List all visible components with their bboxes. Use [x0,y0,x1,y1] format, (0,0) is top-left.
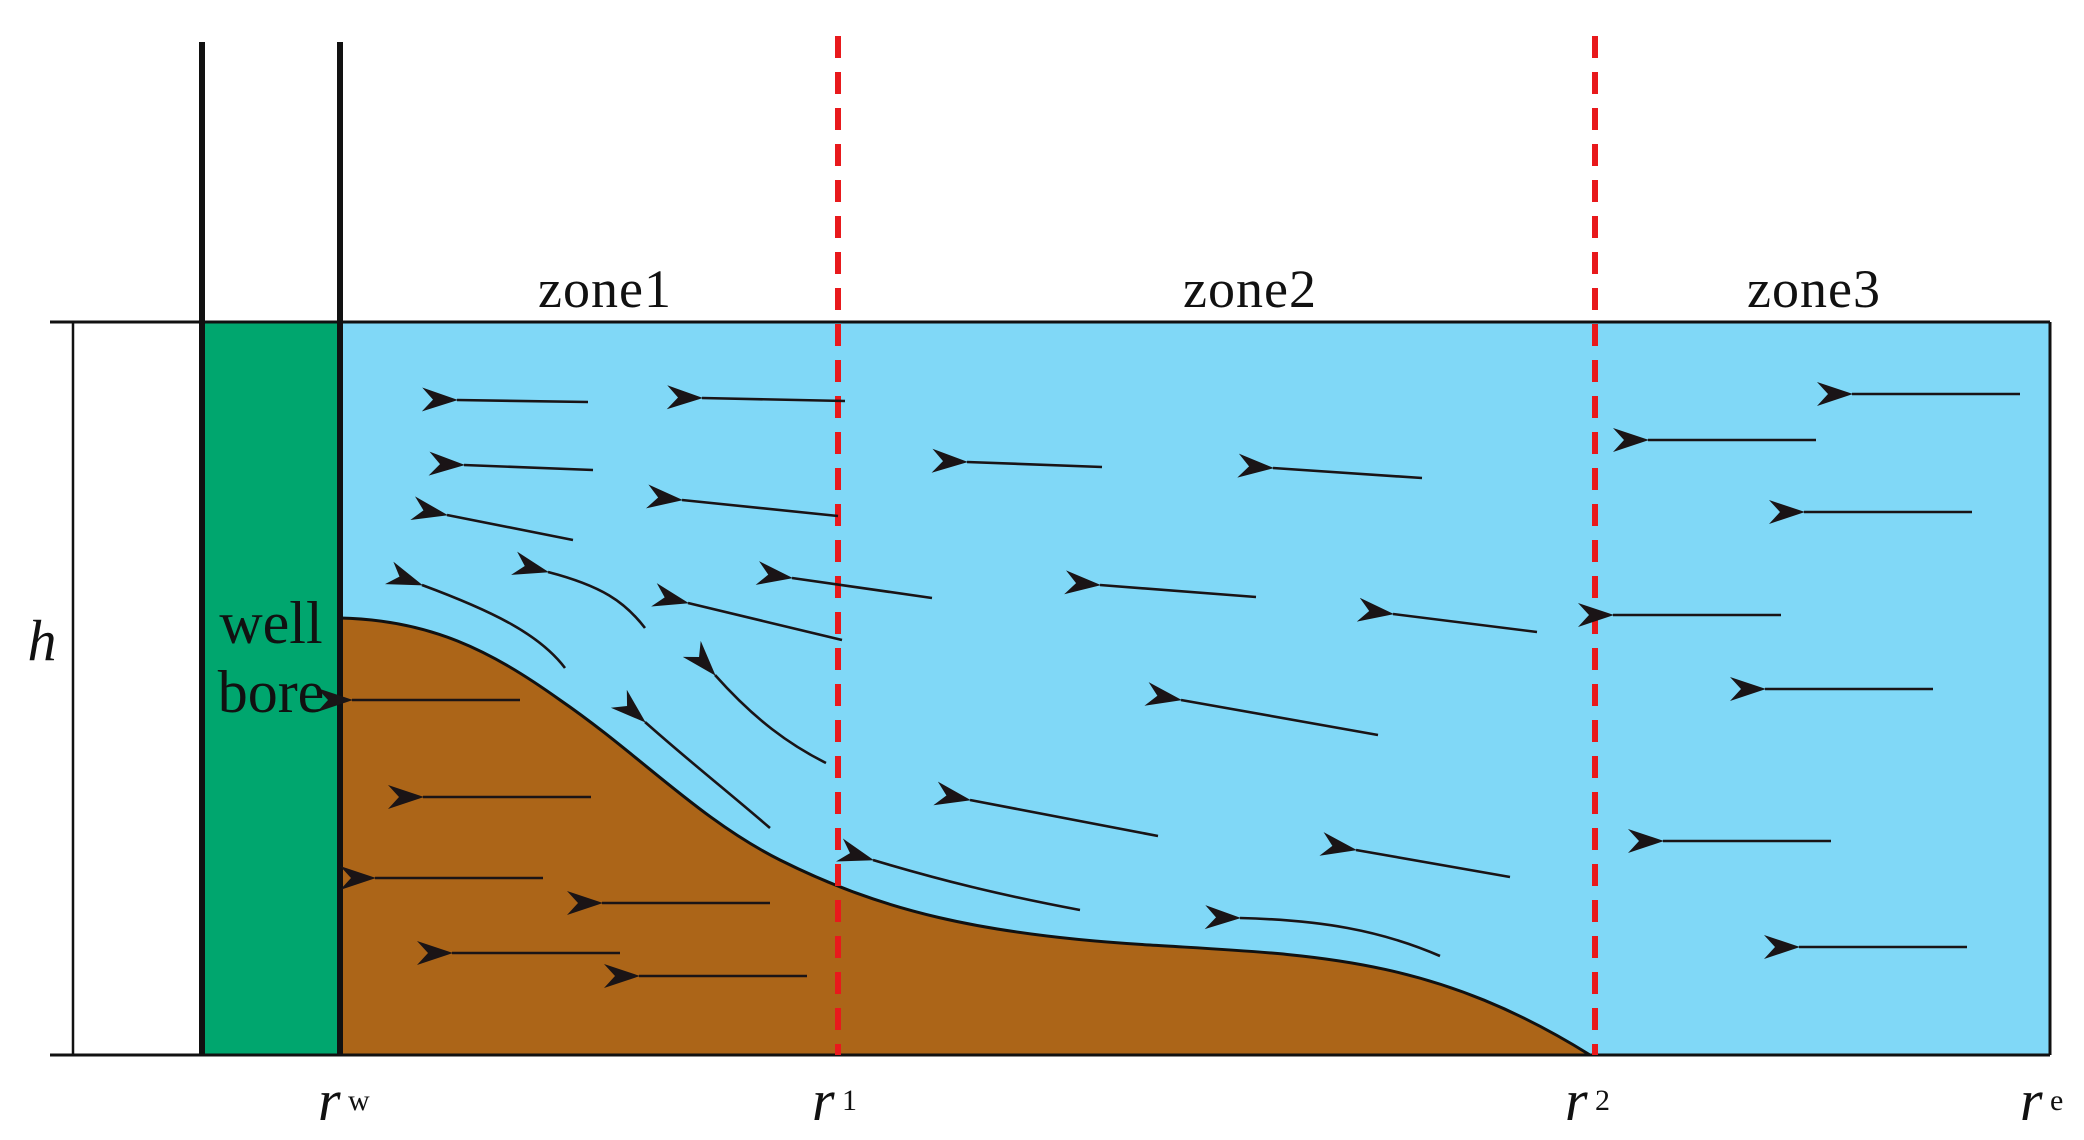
radius-label-sub: 2 [1595,1084,1610,1117]
wellbore-label-line1: well [219,590,322,656]
flow-arrow [1237,453,1423,480]
flow-arrow [651,583,843,642]
flow-arrow [1064,570,1257,599]
flow-arrows [317,382,2020,988]
flow-arrow [410,496,574,542]
flow-arrow [666,385,846,410]
flow-arrow [511,551,647,629]
flow-arrow [933,781,1159,838]
radius-label-r2: r 2 [1565,1068,1610,1133]
flow-arrow [1204,905,1441,958]
radius-label-main: r [318,1068,341,1133]
radius-label-sub: e [2050,1084,2063,1117]
flow-arrow [385,561,567,669]
flow-arrow [421,387,589,412]
radius-label-sub: w [348,1084,370,1117]
flow-arrow [1319,832,1511,879]
flow-arrow [836,838,1081,912]
radius-label-rw: r w [318,1068,370,1133]
radius-label-re: r e [2020,1068,2063,1133]
radius-label-sub: 1 [842,1084,857,1117]
flow-arrow [610,689,771,829]
flow-arrow [682,640,827,765]
radius-label-main: r [1565,1068,1588,1133]
zone3-label: zone3 [1747,259,1881,319]
wellbore-label-line2: bore [218,659,325,725]
flow-arrow [931,448,1103,473]
oil-cone [340,618,1590,1055]
radius-label-main: r [2020,1068,2043,1133]
radius-label-r1: r 1 [812,1068,857,1133]
height-label: h [28,608,57,673]
flow-arrow [1356,597,1538,634]
radius-label-main: r [812,1068,835,1133]
zone2-label: zone2 [1183,259,1317,319]
flow-arrow [428,451,594,476]
flow-arrow [645,484,839,518]
flow-arrow [1144,682,1379,737]
flow-arrow [755,561,933,600]
cone-boundary [339,616,1591,1057]
zone1-label: zone1 [538,259,672,319]
